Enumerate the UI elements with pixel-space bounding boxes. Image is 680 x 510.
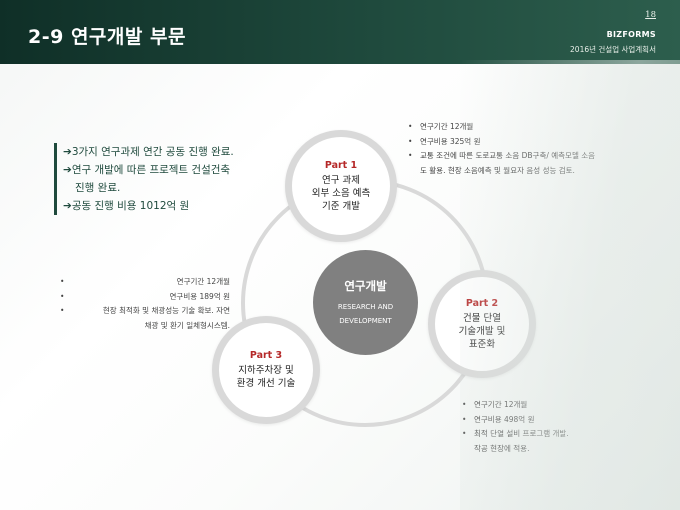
part2-line: 건물 단열 [463,312,501,324]
brand-name: BIZFORMS [606,30,656,39]
summary-text: 진행 완료. [75,182,121,194]
part3-line: 지하주차장 및 [238,365,294,376]
center-subtitle: DEVELOPMENT [339,316,392,325]
detail-period: 연구기간 12개월 [60,275,230,290]
summary-text: 공동 진행 비용 1012억 원 [71,200,190,212]
summary-text: 3가지 연구과제 연간 공동 진행 완료. [71,146,234,158]
detail-cost: 연구비용 498억 원 [462,413,662,428]
part1-details: 연구기간 12개월 연구비용 325억 원 교통 조건에 따른 도로교통 소음 … [408,120,638,178]
part2-circle: Part 2 건물 단열 기술개발 및 표준화 [428,270,536,378]
arrow-icon: ➔ [63,200,72,212]
center-title: 연구개발 [344,278,387,293]
part1-label: Part 1 [324,159,358,171]
summary-text: 연구 개발에 따른 프로젝트 건설건축 [71,164,231,176]
part1-line: 기준 개발 [322,200,360,212]
detail-period: 연구기간 12개월 [462,398,662,413]
detail-desc: 현장 최적화 및 채광성능 기술 확보. 자연 [60,304,230,319]
summary-item: ➔공동 진행 비용 1012억 원 [63,197,264,215]
summary-item: ➔3가지 연구과제 연간 공동 진행 완료. [63,143,264,161]
summary-box: ➔3가지 연구과제 연간 공동 진행 완료. ➔연구 개발에 따른 프로젝트 건… [54,143,264,215]
detail-cost: 연구비용 189억 원 [60,290,230,305]
part2-details: 연구기간 12개월 연구비용 498억 원 최적 단열 설비 프로그램 개발. … [462,398,662,456]
page-number: 18 [645,10,656,20]
detail-desc-cont: 작공 현장에 적용. [474,443,530,453]
arrow-icon: ➔ [63,146,72,158]
detail-desc-cont: 채광 및 환기 일체형시스템. [144,320,230,330]
detail-desc-cont: 도 활용. 현장 소음예측 및 월요자 음성 성능 검토. [420,165,575,175]
detail-period: 연구기간 12개월 [408,120,638,135]
document-title: 2016년 건설업 사업계획서 [570,45,656,54]
center-subtitle: RESEARCH AND [337,302,394,311]
part3-circle: Part 3 지하주차장 및 환경 개선 기술 [212,316,320,424]
part2-line: 기술개발 및 [458,325,506,337]
detail-desc: 교통 조건에 따른 도로교통 소음 DB구축/ 예측모델 소음 [408,149,638,164]
part2-label: Part 2 [465,297,499,309]
part3-details: 연구기간 12개월 연구비용 189억 원 현장 최적화 및 채광성능 기술 확… [60,275,230,333]
part1-circle: Part 1 연구 과제 외부 소음 예측 기준 개발 [285,130,397,242]
part1-line: 연구 과제 [322,174,360,186]
part3-line: 환경 개선 기술 [236,378,296,389]
detail-cost: 연구비용 325억 원 [408,135,638,150]
summary-item: ➔연구 개발에 따른 프로젝트 건설건축 진행 완료. [63,161,264,197]
center-circle: 연구개발 RESEARCH AND DEVELOPMENT [313,250,418,355]
arrow-icon: ➔ [63,164,72,176]
part3-label: Part 3 [249,350,283,361]
header-bar: 2-9 연구개발 부문 18 BIZFORMS 2016년 건설업 사업계획서 [0,0,680,64]
detail-desc: 최적 단열 설비 프로그램 개발. [462,427,662,442]
page-title: 2-9 연구개발 부문 [28,26,186,48]
part2-line: 표준화 [468,338,496,350]
part1-line: 외부 소음 예측 [311,187,371,199]
